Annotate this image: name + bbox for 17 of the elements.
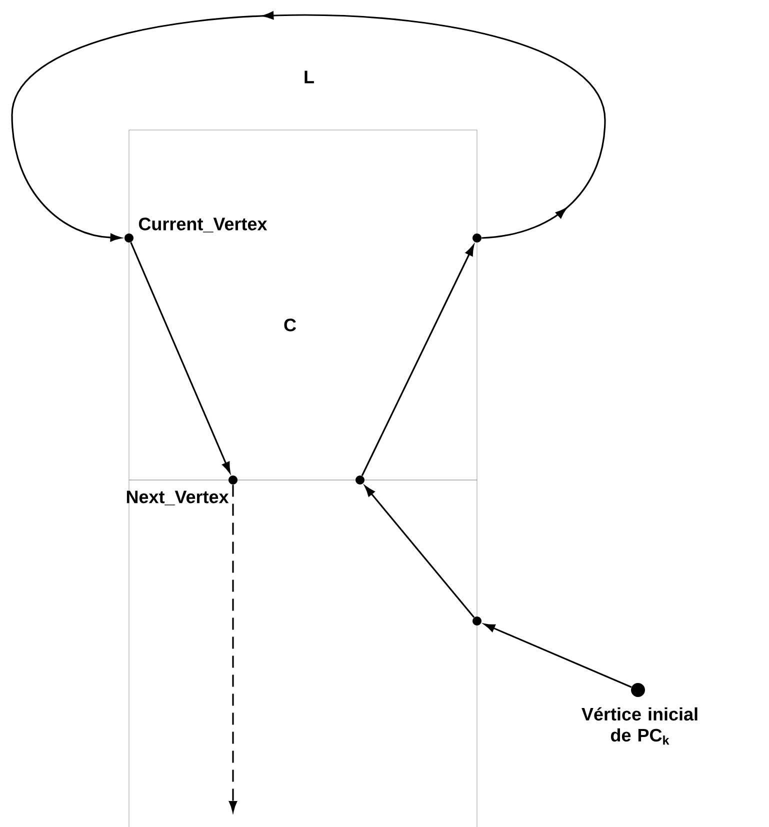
arrow (361, 244, 474, 476)
loop-arrow (11, 11, 606, 242)
vertex-dot (631, 683, 645, 697)
vertex-dot (472, 234, 482, 242)
region-label: C (284, 318, 296, 332)
vertex-dot (356, 476, 364, 484)
arrow (484, 624, 632, 688)
vertex-label: Vértice inicial de PC$_{k}$ (582, 707, 698, 745)
region-label: L (304, 70, 314, 84)
arrow (229, 484, 237, 812)
vertex-dot (472, 616, 482, 626)
arrow (364, 486, 475, 618)
vertex-label: Current_Vertex (138, 218, 268, 232)
vertex-dot (124, 234, 134, 242)
vertex-dot (228, 476, 238, 484)
arrow (130, 242, 230, 473)
vertex-label: Next_Vertex (126, 490, 229, 506)
